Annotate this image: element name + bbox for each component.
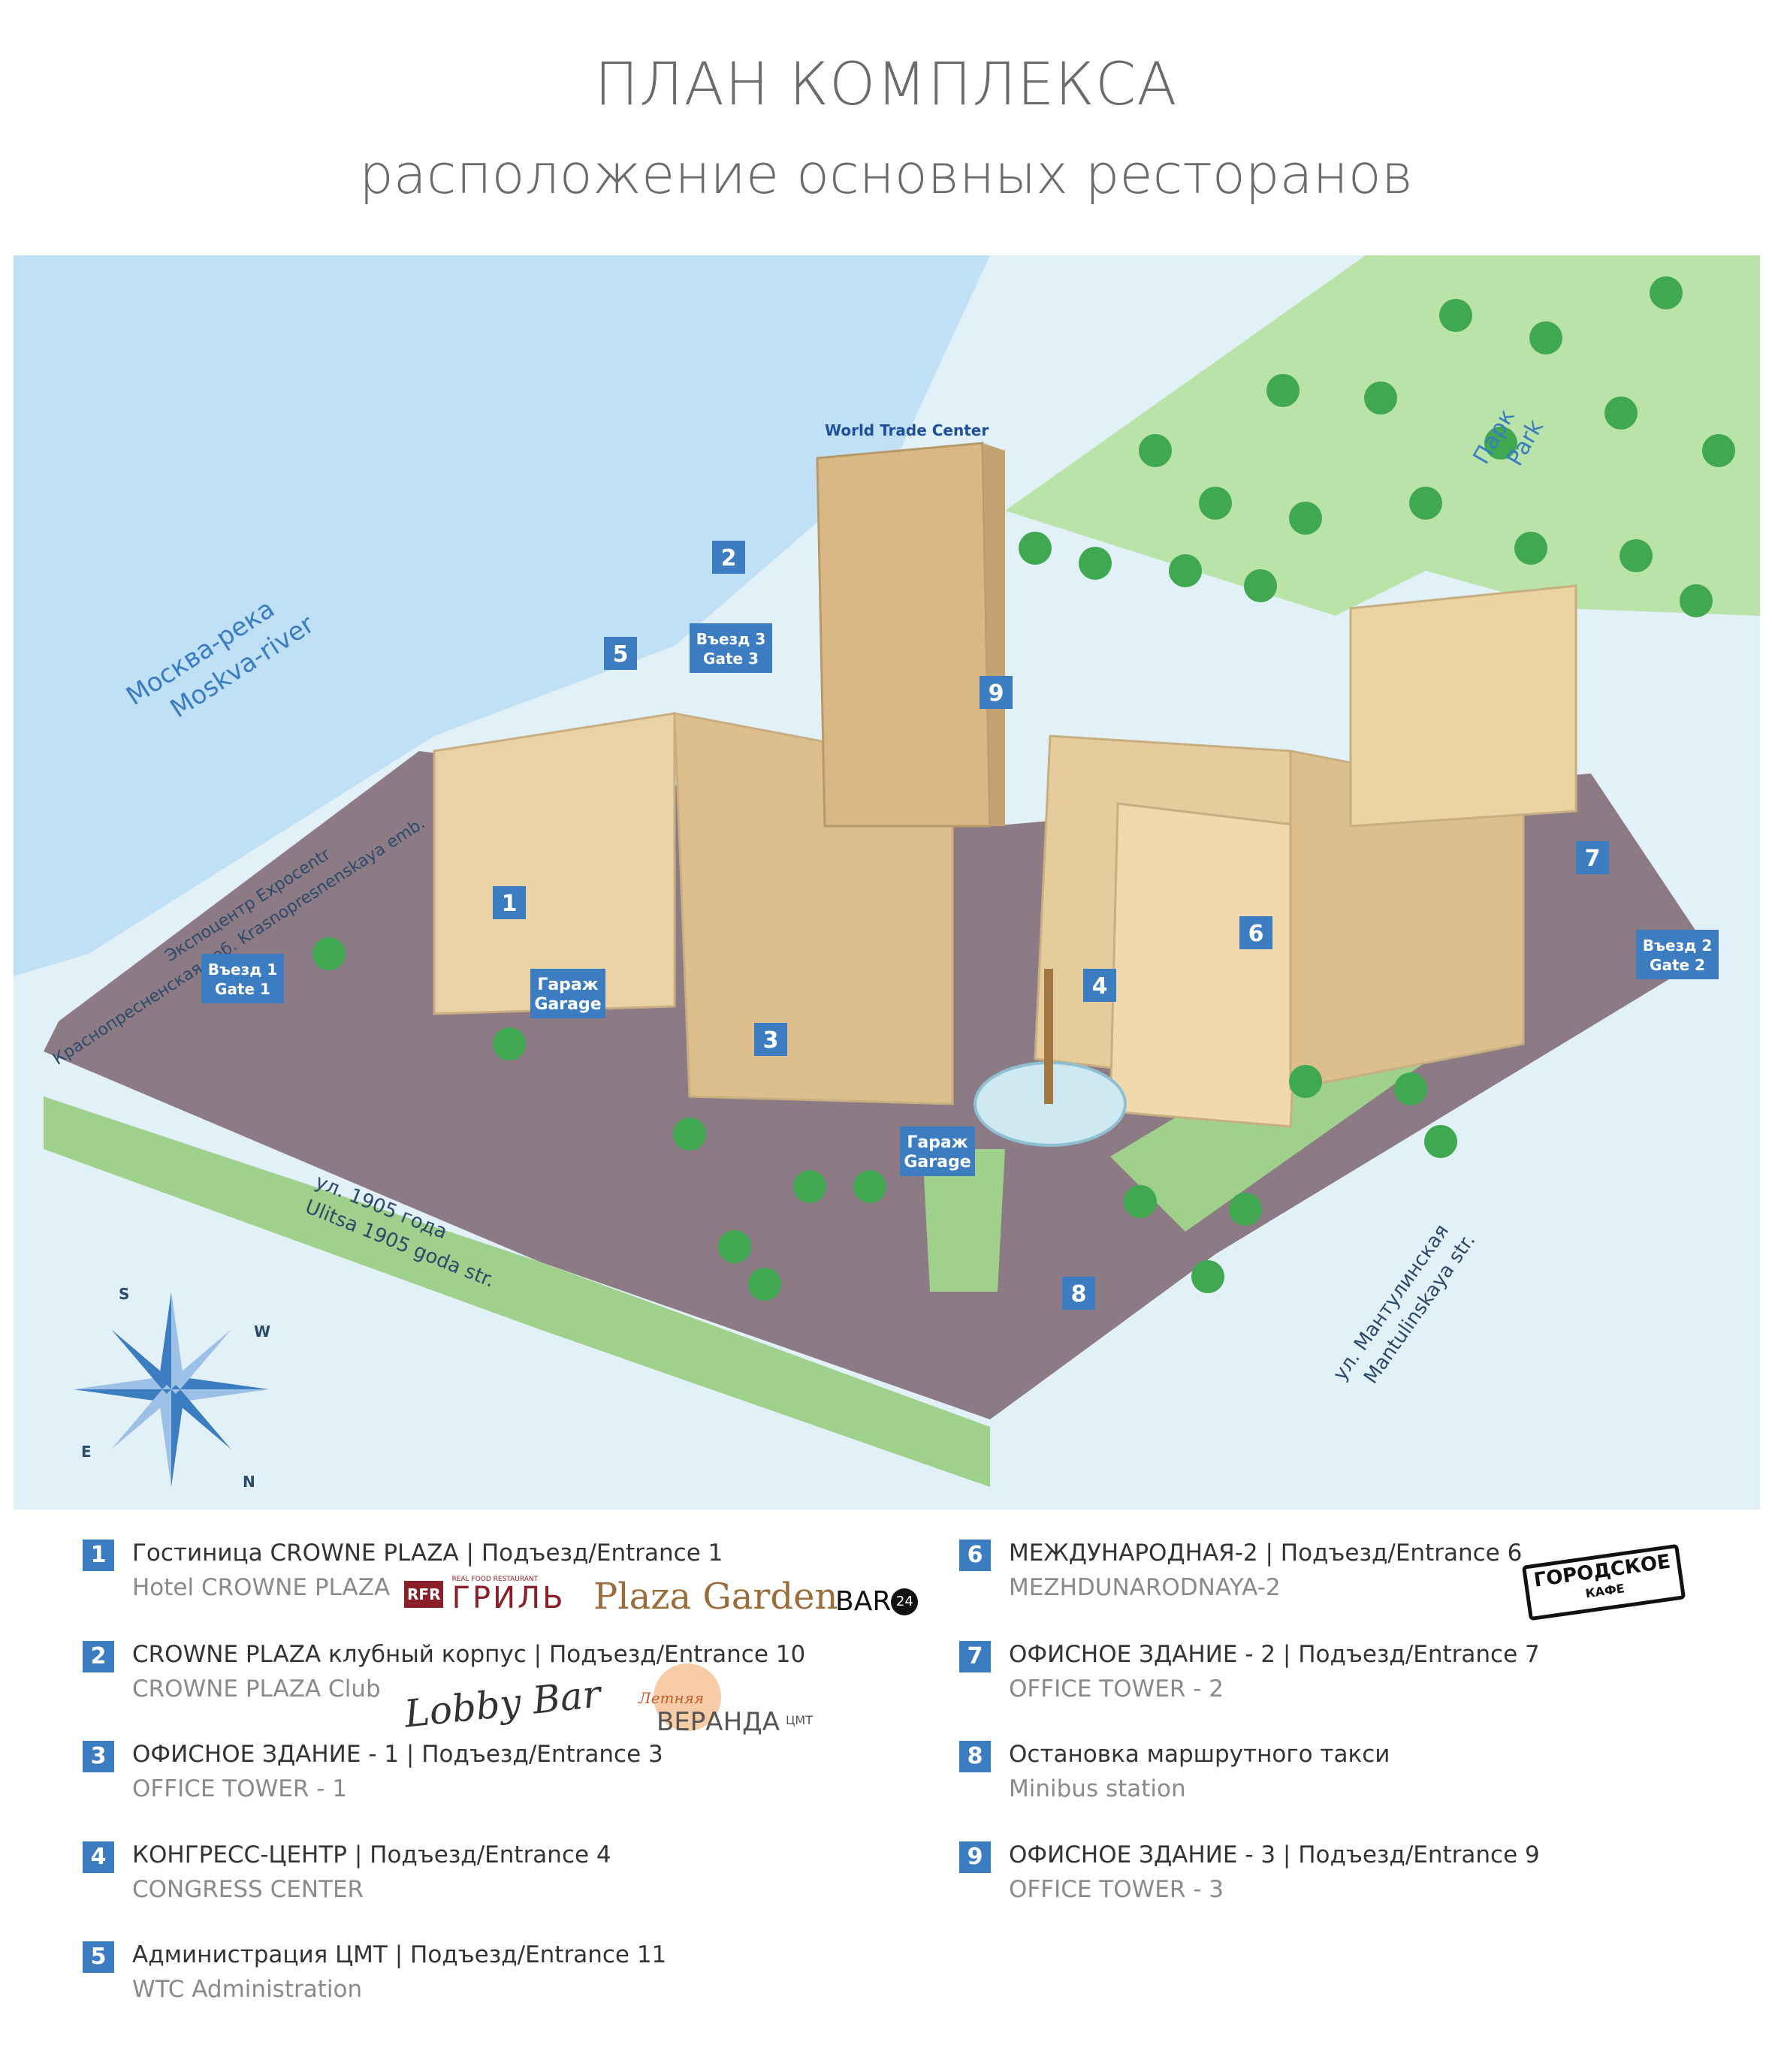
legend-item-4: 4 КОНГРЕСС-ЦЕНТР | Подъезд/Entrance 4 CO… <box>83 1841 946 1924</box>
legend-number: 9 <box>959 1841 991 1873</box>
svg-text:4: 4 <box>1092 973 1108 1000</box>
veranda-text: ВЕРАНДА <box>657 1707 780 1737</box>
legend-line2: Minibus station <box>1009 1775 1186 1802</box>
svg-text:Въезд 1: Въезд 1 <box>208 961 278 979</box>
svg-text:W: W <box>254 1323 270 1341</box>
legend-item-7: 7 ОФИСНОЕ ЗДАНИЕ - 2 | Подъезд/Entrance … <box>959 1641 1772 1724</box>
legend-item-2: 2 CROWNE PLAZA клубный корпус | Подъезд/… <box>83 1641 946 1724</box>
legend-line2: MEZHDUNARODNAYA-2 <box>1009 1574 1281 1601</box>
grill-badge: RFR <box>404 1581 444 1608</box>
svg-text:8: 8 <box>1071 1281 1087 1307</box>
legend-line2: CROWNE PLAZA Club <box>132 1675 381 1703</box>
svg-text:S: S <box>119 1285 129 1303</box>
svg-text:Garage: Garage <box>904 1153 971 1172</box>
legend-number: 3 <box>83 1741 114 1772</box>
grill-logo: RFR REAL FOOD RESTAURANT ГРИЛЬ <box>404 1576 566 1613</box>
legend-number: 2 <box>83 1641 114 1672</box>
plaza-garden-logo: Plaza Garden <box>593 1576 838 1618</box>
legend-number: 1 <box>83 1540 114 1571</box>
svg-text:6: 6 <box>1248 921 1264 947</box>
tower-sign: World Trade Center <box>825 421 989 439</box>
svg-text:Gate 2: Gate 2 <box>1650 956 1705 974</box>
svg-text:7: 7 <box>1585 846 1601 872</box>
legend-item-5: 5 Администрация ЦМТ | Подъезд/Entrance 1… <box>83 1941 946 2024</box>
map-marker-1: 1 <box>493 886 526 919</box>
map-marker-9: 9 <box>980 676 1013 709</box>
trees <box>312 276 1735 1301</box>
legend-item-1: 1 Гостиница CROWNE PLAZA | Подъезд/Entra… <box>83 1540 946 1622</box>
legend-line2: Hotel CROWNE PLAZA <box>132 1574 391 1601</box>
page-subtitle: расположение основных ресторанов <box>359 143 1413 206</box>
legend-line1: Администрация ЦМТ | Подъезд/Entrance 11 <box>132 1941 667 1968</box>
legend-item-9: 9 ОФИСНОЕ ЗДАНИЕ - 3 | Подъезд/Entrance … <box>959 1841 1772 1924</box>
svg-text:Gate 3: Gate 3 <box>703 650 759 668</box>
garage-sign-1: Гараж Garage <box>530 969 605 1018</box>
gate-3-sign: Въезд 3 Gate 3 <box>690 623 772 673</box>
map-marker-3: 3 <box>754 1023 787 1056</box>
map-marker-5: 5 <box>604 637 637 670</box>
svg-text:9: 9 <box>989 680 1004 707</box>
legend-line1: CROWNE PLAZA клубный корпус | Подъезд/En… <box>132 1641 806 1668</box>
grill-text: ГРИЛЬ <box>451 1581 566 1615</box>
grill-small-text: REAL FOOD RESTAURANT <box>451 1576 539 1583</box>
svg-text:Гараж: Гараж <box>907 1133 968 1152</box>
river <box>14 255 990 976</box>
legend-number: 6 <box>959 1540 991 1571</box>
lawn-left <box>44 1096 990 1487</box>
bar24-num: 24 <box>891 1588 919 1615</box>
map-marker-4: 4 <box>1083 969 1116 1002</box>
veranda-sun-icon <box>654 1663 721 1731</box>
svg-text:1: 1 <box>502 891 518 917</box>
legend-line2: OFFICE TOWER - 2 <box>1009 1675 1224 1703</box>
svg-text:N: N <box>243 1473 255 1491</box>
legend-line1: ОФИСНОЕ ЗДАНИЕ - 3 | Подъезд/Entrance 9 <box>1009 1841 1540 1868</box>
legend-line1: ОФИСНОЕ ЗДАНИЕ - 1 | Подъезд/Entrance 3 <box>132 1741 663 1768</box>
legend-line2: WTC Administration <box>132 1976 363 2003</box>
buildings <box>433 442 1577 1147</box>
legend-line1: ОФИСНОЕ ЗДАНИЕ - 2 | Подъезд/Entrance 7 <box>1009 1641 1540 1668</box>
legend-line2: OFFICE TOWER - 3 <box>1009 1876 1224 1903</box>
compass-rose: S W E N <box>74 1285 270 1491</box>
legend-line2: CONGRESS CENTER <box>132 1876 364 1903</box>
legend-number: 4 <box>83 1841 114 1873</box>
legend-item-3: 3 ОФИСНОЕ ЗДАНИЕ - 1 | Подъезд/Entrance … <box>83 1741 946 1823</box>
svg-text:3: 3 <box>763 1027 779 1054</box>
svg-text:Въезд 2: Въезд 2 <box>1643 936 1713 955</box>
svg-text:Въезд 3: Въезд 3 <box>696 630 766 648</box>
map-marker-2: 2 <box>712 541 745 574</box>
map-marker-6: 6 <box>1239 916 1272 949</box>
page-title: ПЛАН КОМПЛЕКСА <box>594 51 1178 119</box>
legend-number: 7 <box>959 1641 991 1672</box>
lawn-center <box>922 1149 1005 1292</box>
map-marker-8: 8 <box>1062 1277 1095 1310</box>
legend-line1: Остановка маршрутного такси <box>1009 1741 1390 1768</box>
svg-text:E: E <box>81 1443 92 1461</box>
legend-number: 8 <box>959 1741 991 1772</box>
legend-line1: КОНГРЕСС-ЦЕНТР | Подъезд/Entrance 4 <box>132 1841 611 1868</box>
park <box>1005 255 1760 616</box>
legend-line2: OFFICE TOWER - 1 <box>132 1775 348 1802</box>
legend-line1: Гостиница CROWNE PLAZA | Подъезд/Entranc… <box>132 1540 723 1567</box>
veranda-small: ЦМТ <box>786 1713 813 1727</box>
legend-number: 5 <box>83 1941 114 1973</box>
bar24-text: BAR <box>835 1586 892 1617</box>
veranda-script: Летняя <box>638 1689 705 1707</box>
svg-text:Gate 1: Gate 1 <box>215 980 270 998</box>
gate-1-sign: Въезд 1 Gate 1 <box>201 954 284 1003</box>
legend-item-8: 8 Остановка маршрутного такси Minibus st… <box>959 1741 1772 1823</box>
svg-text:5: 5 <box>613 641 629 668</box>
svg-text:Garage: Garage <box>534 995 601 1014</box>
gate-2-sign: Въезд 2 Gate 2 <box>1636 930 1719 979</box>
svg-text:2: 2 <box>721 545 737 572</box>
svg-text:Гараж: Гараж <box>537 976 598 994</box>
legend-line1: МЕЖДУНАРОДНАЯ-2 | Подъезд/Entrance 6 <box>1009 1540 1523 1567</box>
legend-item-6: 6 МЕЖДУНАРОДНАЯ-2 | Подъезд/Entrance 6 M… <box>959 1540 1772 1622</box>
garage-sign-2: Гараж Garage <box>900 1126 975 1176</box>
map-marker-7: 7 <box>1576 841 1609 874</box>
complex-map: Москва-река Moskva-river Парк Park Экспо… <box>14 255 1760 1510</box>
